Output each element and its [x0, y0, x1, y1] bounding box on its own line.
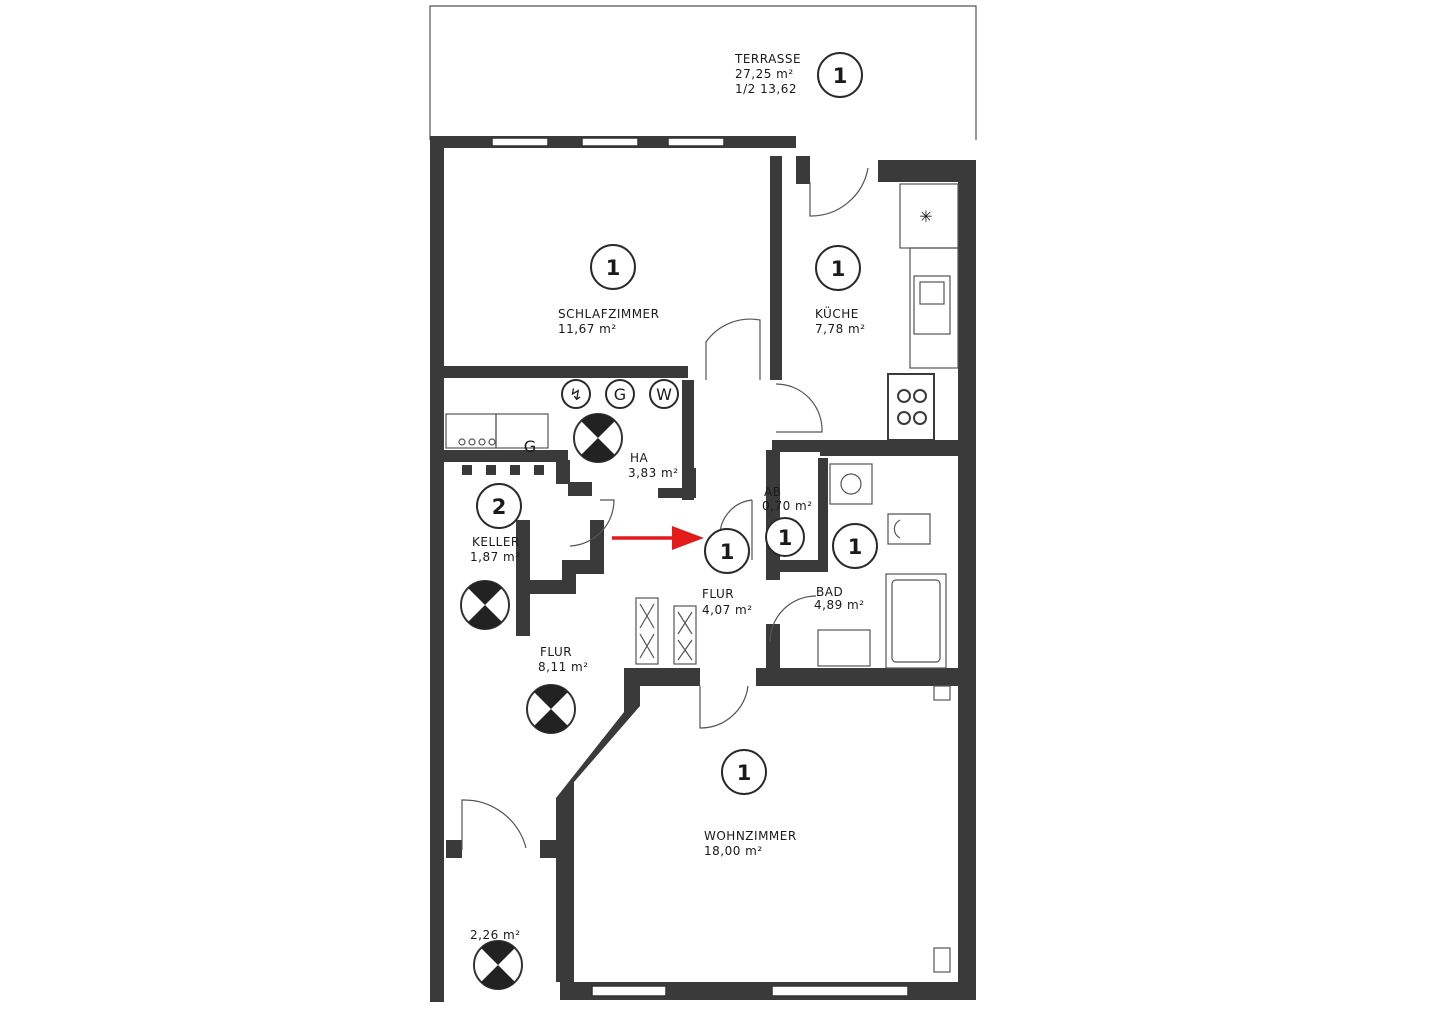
gas-meter-label: G	[614, 385, 626, 404]
terrasse-badge-number: 1	[833, 64, 848, 88]
entry-area: 2,26 m²	[470, 928, 521, 942]
windows-bottom	[591, 985, 909, 997]
toilet-icon	[887, 513, 931, 545]
room-wohnzimmer: 1 WOHNZIMMER 18,00 m²	[704, 749, 797, 858]
ha-area: 3,83 m²	[628, 466, 679, 480]
wardrobes	[635, 597, 697, 665]
terrasse-area: 27,25 m²	[735, 67, 794, 81]
room-schlafzimmer: 1 SCHLAFZIMMER 11,67 m²	[558, 244, 659, 336]
gas-label: G	[524, 437, 536, 456]
bathroom-fixtures	[817, 463, 947, 669]
keller-badge-number: 2	[492, 495, 507, 519]
stove-icon	[887, 373, 935, 441]
kueche-badge	[815, 245, 861, 291]
meter-blocks	[462, 465, 544, 475]
electric-meter-icon	[561, 379, 591, 409]
ab-badge-number: 1	[778, 526, 793, 550]
lamp-icon-keller	[460, 580, 510, 630]
kueche-badge-number: 1	[831, 257, 846, 281]
keller-name: KELLER	[472, 535, 520, 549]
flur-large-area: 8,11 m²	[538, 660, 589, 674]
terrasse-name: TERRASSE	[734, 52, 801, 66]
schlafzimmer-badge	[590, 244, 636, 290]
ha-room-fixtures: G ↯ G W	[445, 379, 679, 475]
wohnzimmer-badge-number: 1	[737, 761, 752, 785]
keller-badge	[476, 483, 522, 529]
schlafzimmer-badge-number: 1	[606, 256, 621, 280]
doors	[461, 167, 869, 850]
wohnzimmer-details	[933, 685, 951, 973]
wohnzimmer-badge	[721, 749, 767, 795]
red-arrow	[612, 526, 704, 550]
ha-name: HA	[630, 451, 649, 465]
schlafzimmer-name: SCHLAFZIMMER	[558, 307, 659, 321]
electric-meter-label: ↯	[569, 385, 582, 404]
room-terrasse: TERRASSE 27,25 m² 1/2 13,62 1	[734, 52, 863, 98]
outer-walls	[430, 136, 976, 1002]
water-meter-label: W	[656, 385, 672, 404]
bad-badge	[832, 523, 878, 569]
snowflake-icon: ✳	[919, 207, 932, 226]
wohnzimmer-area: 18,00 m²	[704, 844, 763, 858]
kitchen-counter: ✳	[887, 183, 959, 441]
terrace-area	[429, 5, 977, 140]
room-entry: 2,26 m²	[470, 928, 521, 942]
interior-walls	[444, 156, 958, 982]
ab-name: AB	[764, 485, 781, 499]
room-kueche: 1 KÜCHE 7,78 m²	[815, 245, 866, 336]
water-meter-icon	[649, 379, 679, 409]
flur-small-area: 4,07 m²	[702, 603, 753, 617]
windows-top	[491, 137, 725, 147]
flur-small-badge	[704, 528, 750, 574]
lamp-icon-ha	[573, 413, 623, 463]
washing-machine-icon	[829, 463, 873, 505]
washbasin-icon	[817, 629, 871, 667]
room-ab: AB 0,70 m² 1	[762, 485, 813, 557]
kueche-name: KÜCHE	[815, 305, 859, 321]
lamp-symbols	[460, 413, 623, 990]
terrasse-badge	[817, 52, 863, 98]
lamp-icon-flur	[526, 684, 576, 734]
bad-name: BAD	[816, 585, 843, 599]
schlafzimmer-area: 11,67 m²	[558, 322, 617, 336]
ab-badge	[765, 517, 805, 557]
terrasse-half-area: 1/2 13,62	[735, 82, 797, 96]
ab-area: 0,70 m²	[762, 499, 813, 513]
lamp-icon-entry	[473, 940, 523, 990]
room-keller: 2 KELLER 1,87 m²	[470, 483, 522, 564]
flur-small-badge-number: 1	[720, 540, 735, 564]
room-flur-large: FLUR 8,11 m²	[538, 645, 589, 674]
bathtub-icon	[885, 573, 947, 669]
keller-area: 1,87 m²	[470, 550, 521, 564]
room-bad: 1 BAD 4,89 m²	[814, 523, 878, 612]
bad-badge-number: 1	[848, 535, 863, 559]
room-ha: HA 3,83 m²	[628, 451, 679, 480]
bad-area: 4,89 m²	[814, 598, 865, 612]
gas-meter-icon	[605, 379, 635, 409]
wohnzimmer-name: WOHNZIMMER	[704, 829, 797, 843]
flur-large-name: FLUR	[540, 645, 572, 659]
sink-icon	[913, 275, 951, 335]
flur-small-name: FLUR	[702, 587, 734, 601]
room-flur-small: 1 FLUR 4,07 m²	[702, 528, 753, 617]
kueche-area: 7,78 m²	[815, 322, 866, 336]
